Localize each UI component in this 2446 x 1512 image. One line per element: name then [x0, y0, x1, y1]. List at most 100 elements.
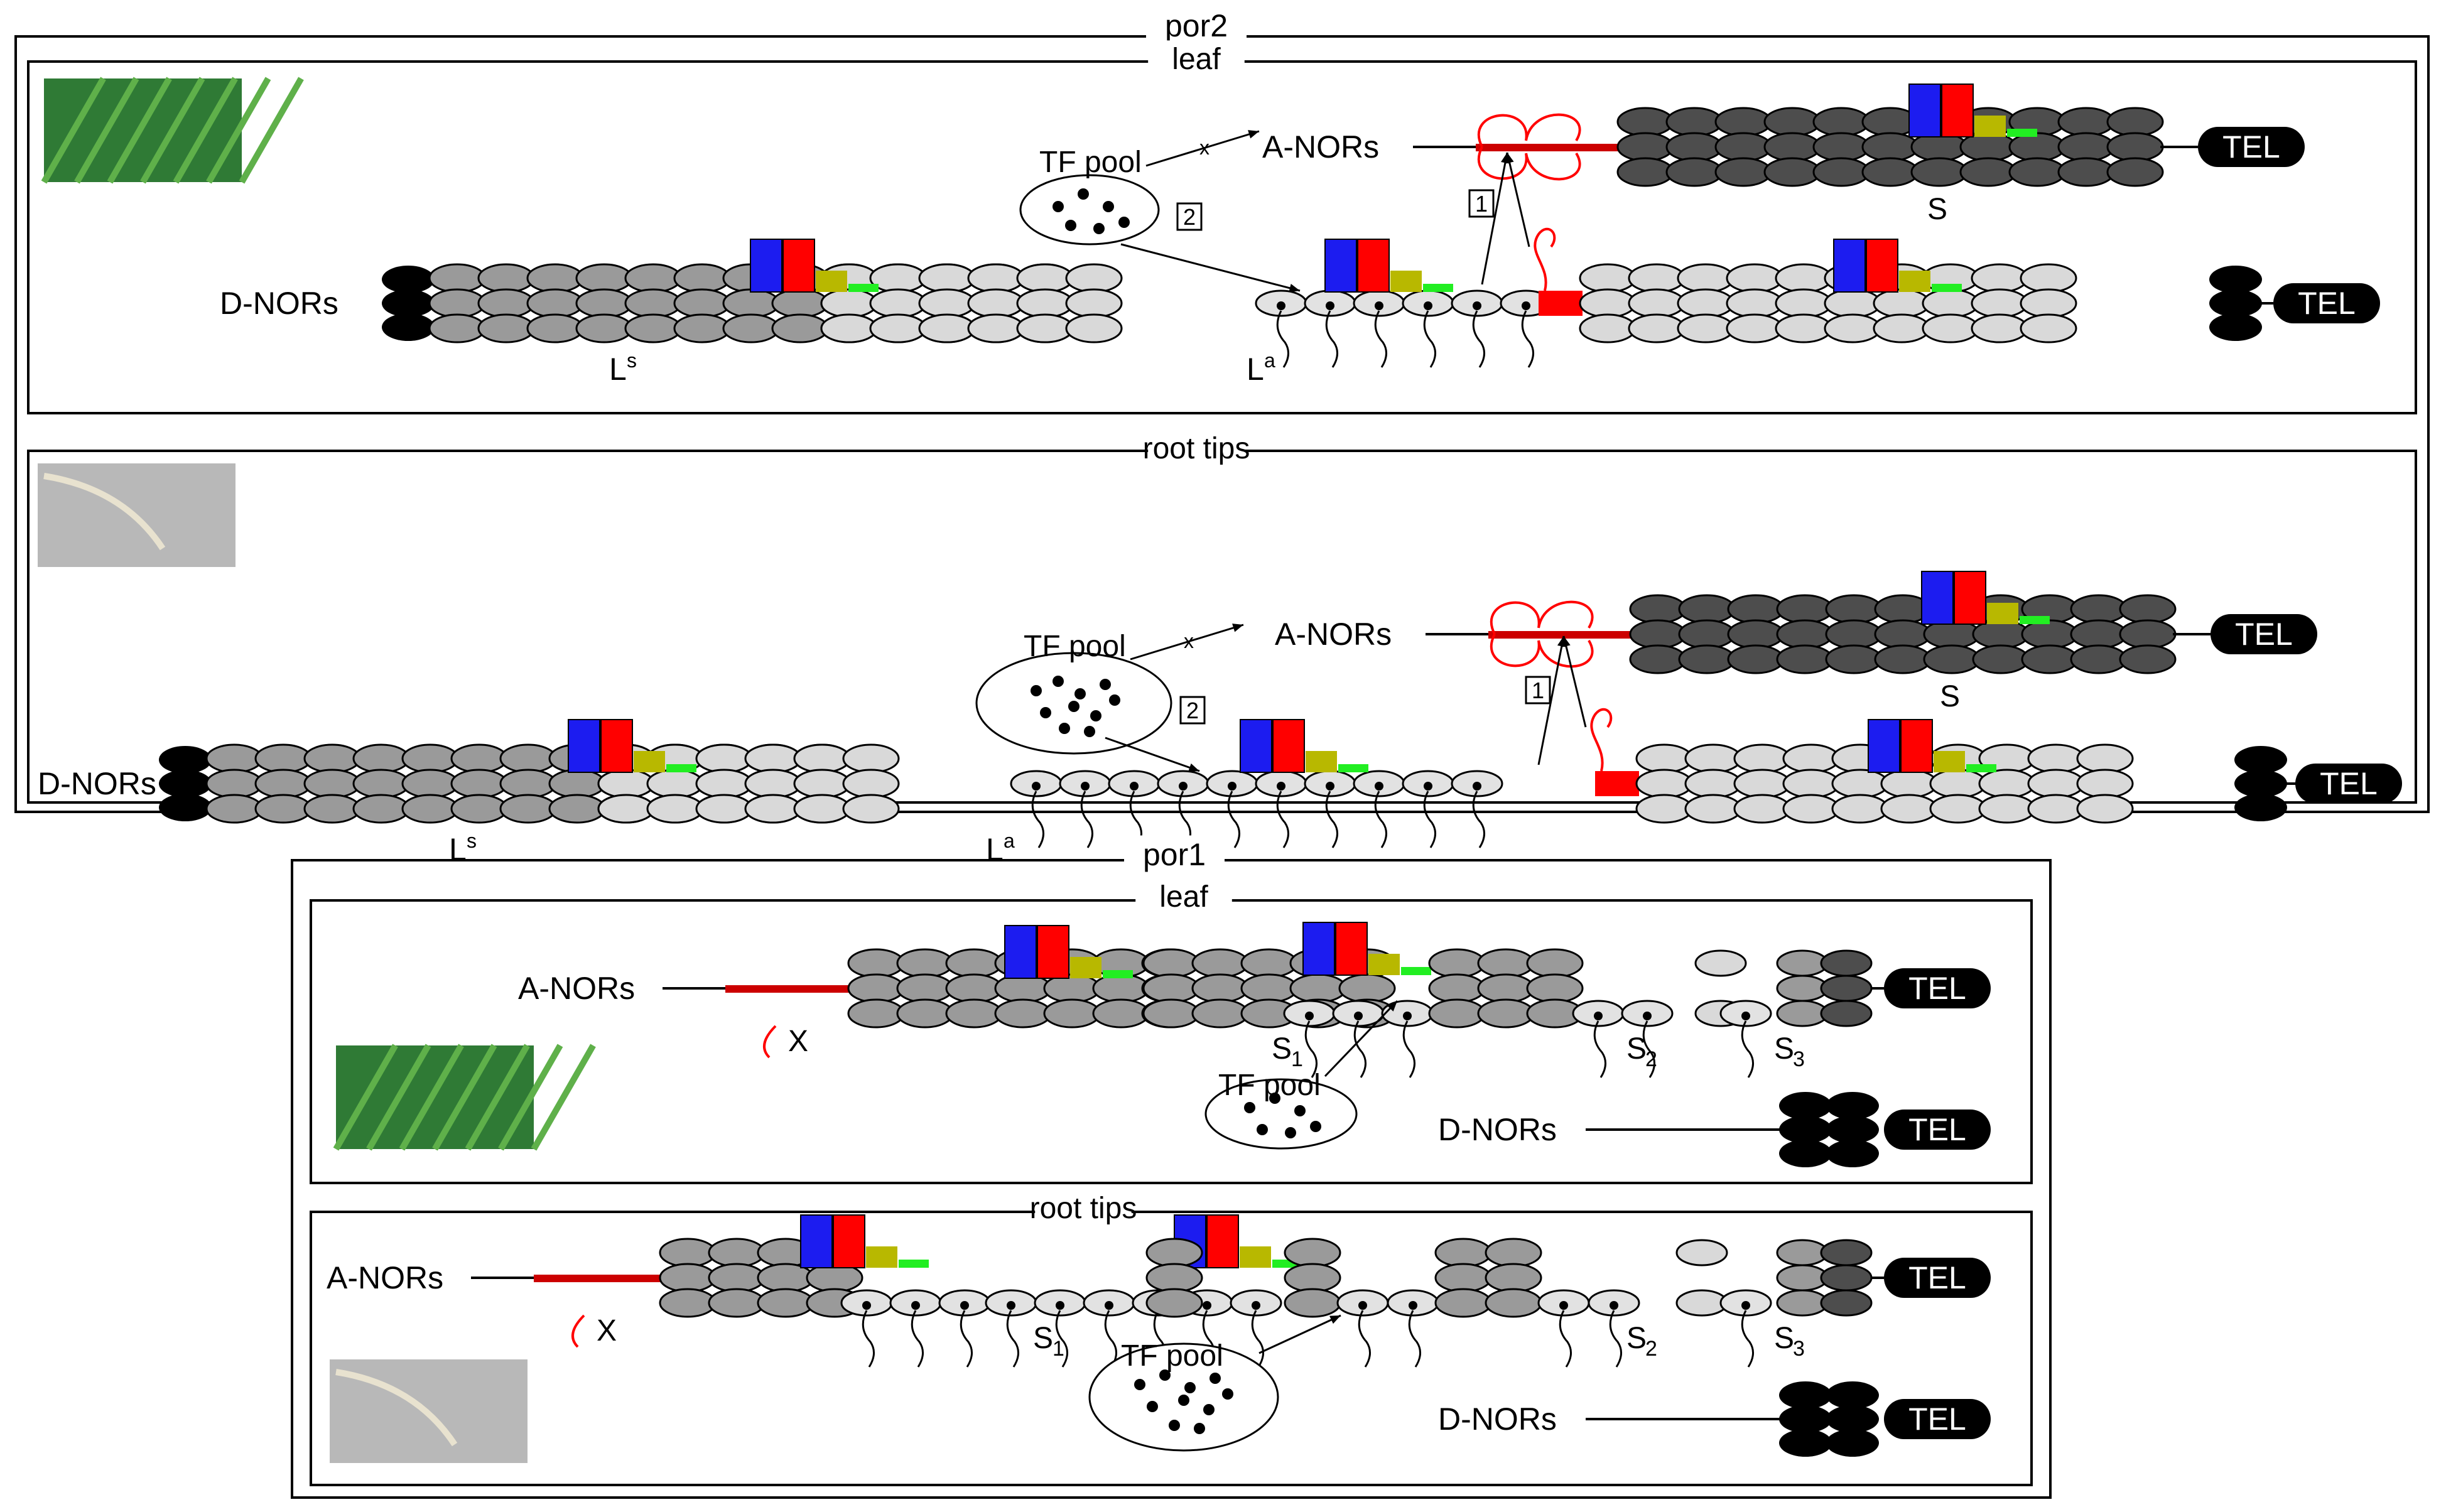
tf-dot — [1147, 1401, 1158, 1412]
inactive-nucleosome — [1616, 107, 1674, 137]
nucleosome — [945, 998, 1003, 1029]
nucleosome — [1776, 975, 1829, 1002]
silenced-x: X — [597, 1314, 617, 1347]
d-nor-knob — [1826, 1092, 1879, 1120]
right-light-nucleosome — [1726, 263, 1783, 293]
inactive-nucleosome — [2070, 619, 2128, 649]
leaf-blade — [206, 77, 271, 184]
rna-bars-1-olive-bar — [1070, 957, 1101, 978]
right-light-nucleosome — [1684, 769, 1742, 799]
nucleosome — [659, 1263, 717, 1293]
right-light-nucleosome — [1579, 313, 1637, 343]
tf-dot — [1031, 685, 1042, 696]
inactive-nucleosome — [2119, 594, 2177, 624]
inactive-nucleosome — [1825, 619, 1883, 649]
light-nucleosome — [1016, 263, 1074, 293]
d-nor-knob — [1779, 1429, 1832, 1457]
inactive-nucleosome — [2119, 619, 2177, 649]
rna-bars-la-red-bar — [1272, 719, 1305, 773]
rna-bars-1-blue-bar — [1004, 925, 1037, 979]
rna-bars-ls-olive-bar — [816, 271, 847, 292]
tel-lower-pill — [2273, 283, 2380, 323]
tf-dot — [1065, 220, 1076, 231]
por2-title-bg — [1146, 6, 1247, 45]
light-nucleosome — [597, 794, 655, 824]
transcript-tail — [1521, 310, 1534, 368]
label-s: S — [1927, 193, 1947, 226]
tel-knob-lower — [2209, 289, 2262, 317]
light-nucleosome — [1065, 288, 1123, 318]
inactive-nucleosome — [1763, 157, 1821, 187]
tf-dot — [1277, 301, 1285, 310]
nucleosome — [896, 973, 954, 1003]
tf-dot — [1610, 1301, 1618, 1310]
nucleosome — [1675, 1289, 1728, 1317]
inactive-nucleosome — [1665, 107, 1723, 137]
silent-nucleosome — [205, 769, 263, 799]
silent-nucleosome — [352, 794, 410, 824]
tf-dot — [1053, 676, 1064, 687]
transcript-tail — [1031, 791, 1044, 848]
tf-dot — [1090, 710, 1101, 721]
arrow-to-s1-head — [1329, 1315, 1341, 1324]
rdna-active — [1476, 144, 1620, 151]
tf-dot — [1424, 301, 1432, 310]
light-nucleosome — [967, 288, 1025, 318]
light-nucleosome — [597, 769, 655, 799]
s3-sub: 3 — [1793, 1337, 1805, 1361]
step-2-box — [1179, 696, 1206, 725]
silent-nucleosome — [575, 313, 633, 343]
right-light-nucleosome — [1824, 288, 1881, 318]
nucleosome — [994, 998, 1052, 1029]
step-1-box — [1468, 189, 1495, 218]
tf-dot — [1285, 1127, 1296, 1138]
inactive-nucleosome — [1874, 644, 1932, 674]
silenced-x: X — [788, 1025, 808, 1058]
rna-bars-upper-olive-bar — [1974, 116, 2006, 137]
nucleosome — [1526, 948, 1584, 978]
nucleosome — [1145, 1263, 1203, 1293]
tf-dot — [1257, 1124, 1268, 1135]
right-light-nucleosome — [2027, 794, 2085, 824]
tf-dot — [1403, 1012, 1412, 1020]
right-light-nucleosome — [2027, 743, 2085, 774]
arrow-to-anors — [1145, 130, 1260, 167]
nucleosome — [1820, 1289, 1873, 1317]
rna-bars-la-green-bar — [1423, 284, 1453, 292]
nucleosome — [1820, 949, 1873, 977]
rna-bars-1-red-bar — [833, 1214, 865, 1268]
silent-nucleosome — [205, 743, 263, 774]
nucleosome — [1145, 1288, 1203, 1318]
inactive-nucleosome — [2070, 594, 2128, 624]
nucleosome — [1434, 1288, 1492, 1318]
tf-dot — [1184, 1382, 1196, 1393]
transcript-tail — [1423, 791, 1436, 848]
por1-title: por1 — [1143, 837, 1206, 872]
silent-nucleosome — [575, 288, 633, 318]
tf-dot — [1269, 1093, 1280, 1104]
nucleosome — [1694, 949, 1747, 977]
silent-nucleosome — [722, 313, 780, 343]
inactive-nucleosome — [2021, 644, 2079, 674]
tf-dot — [1100, 679, 1111, 690]
nucleosome — [1043, 998, 1101, 1029]
tf-dot — [1559, 1301, 1568, 1310]
d-nor-knob — [1826, 1429, 1879, 1457]
transcript-tail — [1358, 1310, 1371, 1368]
nucleosome — [1240, 973, 1298, 1003]
arrow-to-s1-head — [1387, 1001, 1397, 1012]
rna-bars-la-blue-bar — [1240, 719, 1272, 773]
rna-bars-1-blue-bar — [800, 1214, 833, 1268]
inactive-nucleosome — [1910, 157, 1968, 187]
leaf-blade — [498, 1044, 563, 1151]
tf-dot — [1643, 1012, 1652, 1020]
silent-nucleosome — [352, 743, 410, 774]
tel-upper: TEL — [2235, 617, 2293, 652]
tf-dot — [1228, 782, 1237, 791]
arrow-step1-a — [1506, 152, 1530, 247]
rna-bars-2-olive-bar — [1368, 954, 1400, 975]
a-nors-label: A-NORs — [327, 1260, 443, 1295]
tf-dot — [1056, 1301, 1064, 1310]
rna-bars-right-red-bar — [1866, 239, 1898, 293]
tf-dot — [1741, 1301, 1750, 1310]
